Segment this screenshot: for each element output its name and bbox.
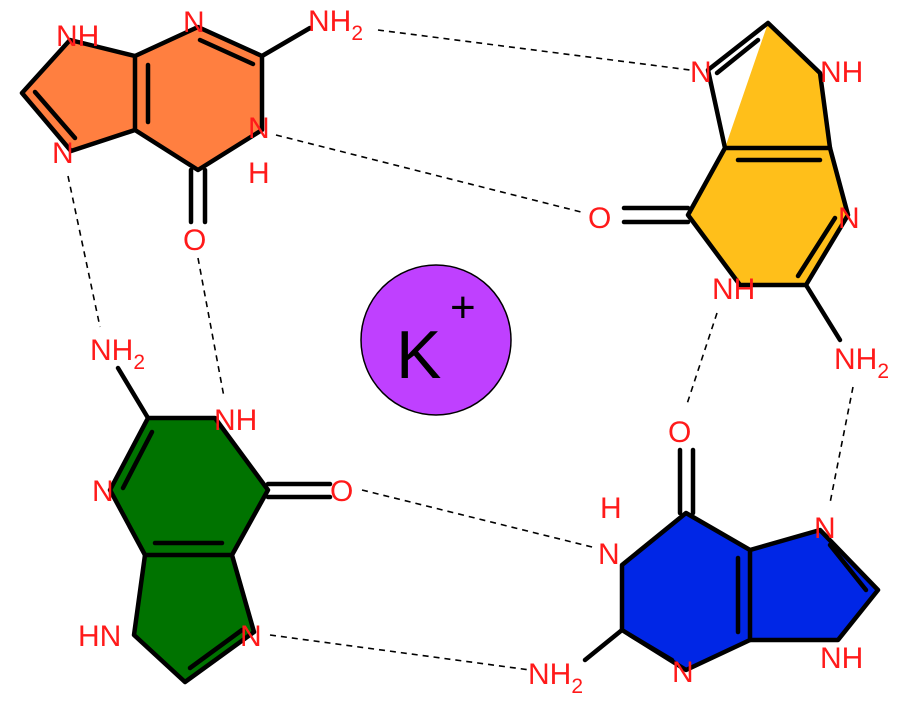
tl-n1-label: N [248,112,270,145]
tl-n7-label: N [52,137,74,170]
hbond-tl-n1h-to-tr-o6 [275,134,586,214]
guanine-top-left-bonds [19,24,313,225]
tr-n7-label: N [690,56,712,89]
hbond-tr-nh2-to-br-n7 [829,386,854,504]
guanine-top-left-fill [22,27,262,170]
tl-n9h-label: NH [56,20,99,53]
tl-n1-hydrogen-label: H [248,157,270,190]
guanine-bottom-left: NH2 NH N O HN N [78,334,353,685]
guanine-bottom-left-bonds [107,365,333,685]
potassium-ion-charge: + [450,283,476,332]
guanine-top-right-bonds [621,20,851,343]
guanine-top-right: N NH N O NH NH2 [588,20,889,383]
tr-n3-label: N [838,202,860,235]
tl-n3-label: N [183,6,205,39]
bl-n1h-label: NH [214,404,257,437]
hbond-bl-o6-to-br-n1h [361,489,597,549]
br-o6-label: O [668,416,691,449]
hbond-bl-n7-to-br-nh2 [269,634,531,671]
hbond-tl-o6-to-bl-n1h [197,257,225,398]
guanine-bottom-right: O H N N NH N NH2 [528,416,881,698]
potassium-ion: K + [360,264,512,416]
tr-o6-label: O [588,202,611,235]
guanine-top-right-fill [688,23,848,285]
tr-n9h-label: NH [820,56,863,89]
br-n1-hydrogen-label: H [600,492,622,525]
bl-o6-label: O [330,475,353,508]
bl-n3-label: N [92,475,114,508]
tl-amino-label: NH2 [308,5,363,45]
br-amino-label: NH2 [528,658,583,698]
guanine-bottom-left-fill [110,418,268,682]
bl-n9h-label: HN [78,620,121,653]
br-n1-label: N [598,538,620,571]
br-n7-label: N [814,512,836,545]
hbond-tl-nh2-to-tr-n7 [377,29,691,71]
hbond-tr-n1h-to-br-o6 [685,312,718,408]
br-n3-label: N [672,656,694,689]
br-n9h-label: NH [820,642,863,675]
guanine-top-left: NH N NH2 N H N O [19,5,363,257]
bl-n7-label: N [240,620,262,653]
tr-n1h-label: NH [712,273,755,306]
bl-amino-label: NH2 [90,334,145,374]
potassium-ion-circle [360,264,512,416]
tr-amino-label: NH2 [834,343,889,383]
hbond-tl-n7-to-bl-nh2 [67,175,101,328]
potassium-ion-symbol: K [396,317,441,393]
hydrogen-bonds [67,29,854,671]
tl-o6-label: O [183,224,206,257]
guanine-bottom-right-bonds [582,447,881,673]
